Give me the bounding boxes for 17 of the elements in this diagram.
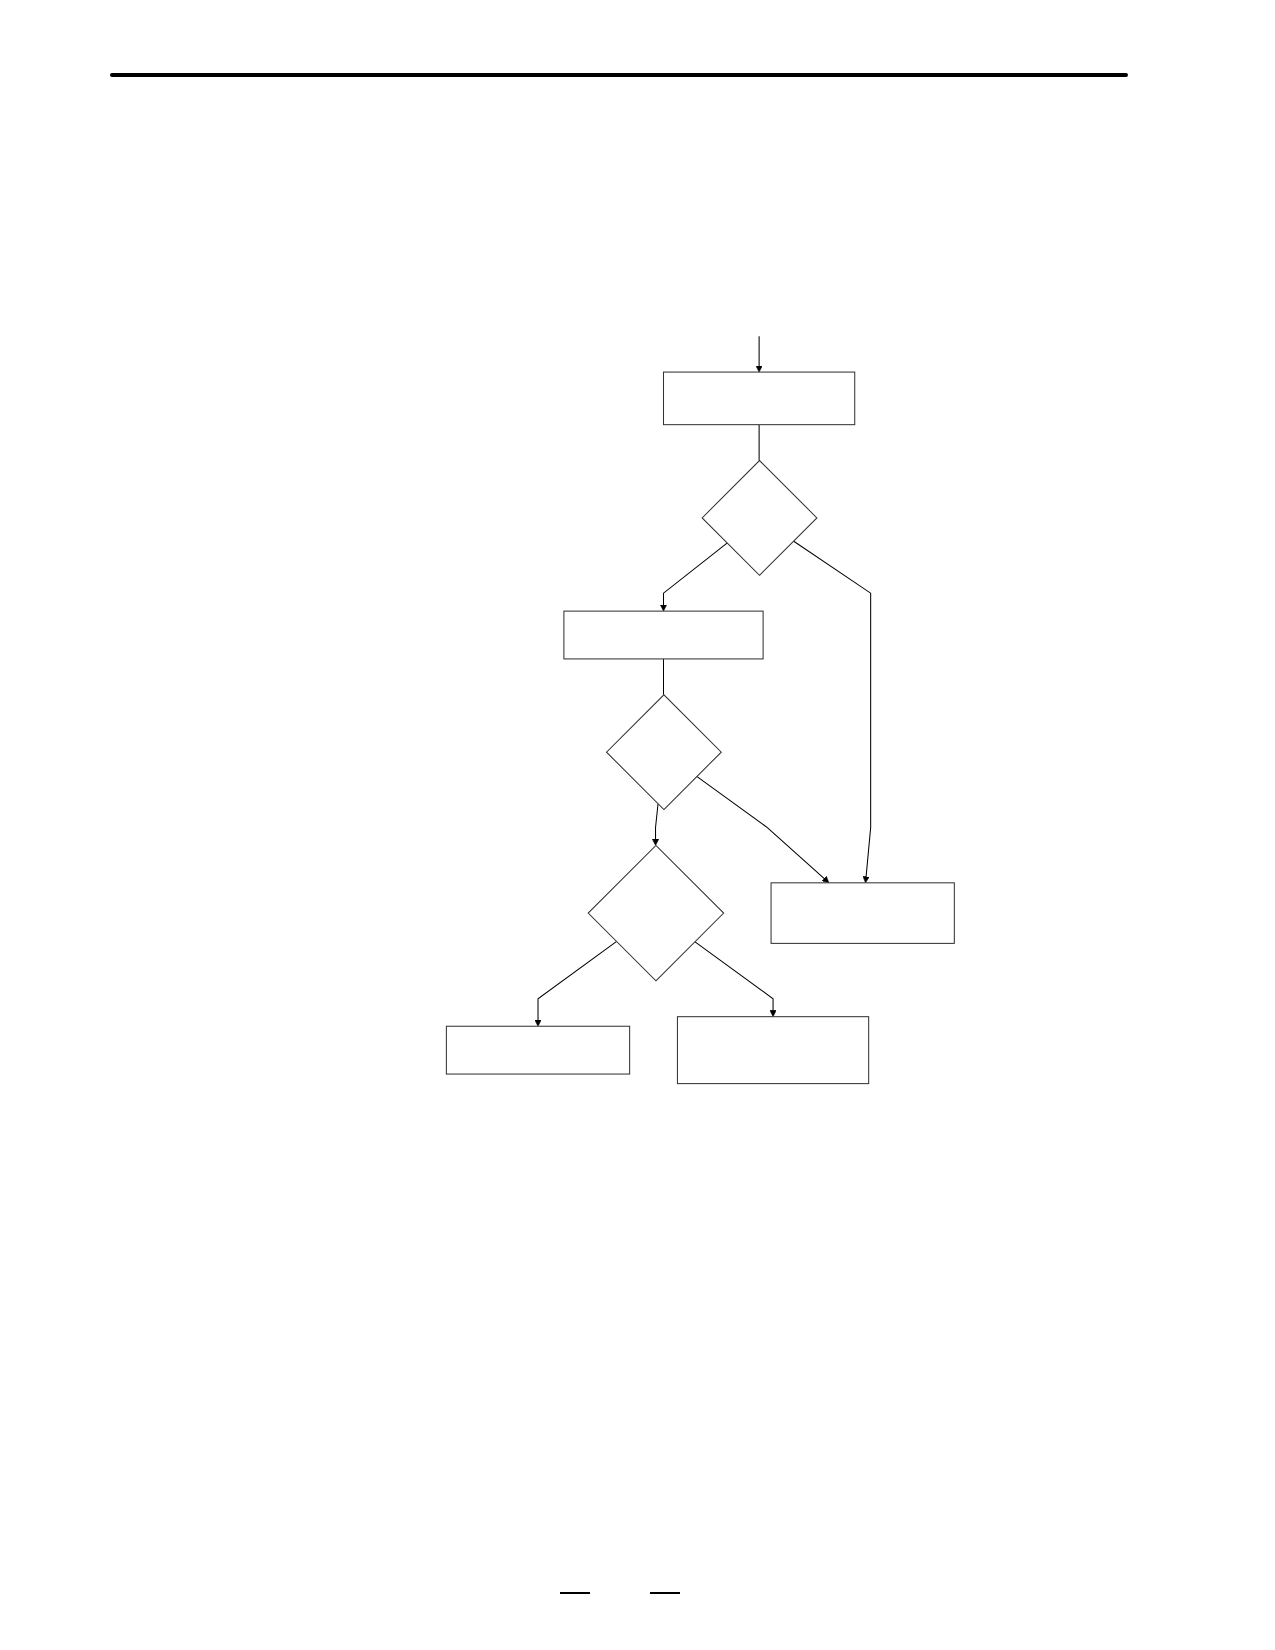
process-box bbox=[563, 610, 764, 660]
arrow bbox=[534, 941, 617, 1027]
process-box bbox=[770, 882, 955, 944]
connector-line bbox=[662, 658, 664, 696]
connector-line bbox=[758, 424, 760, 462]
process-box bbox=[662, 371, 855, 426]
arrow bbox=[695, 775, 829, 884]
process-box bbox=[676, 1016, 869, 1085]
decision-diamond bbox=[605, 694, 722, 811]
arrow bbox=[693, 941, 777, 1017]
arrow bbox=[792, 540, 871, 884]
arrow bbox=[651, 803, 659, 846]
arrow bbox=[755, 335, 763, 373]
decision-diamond bbox=[587, 844, 725, 982]
decision-diamond bbox=[701, 459, 818, 576]
arrow bbox=[659, 542, 728, 612]
process-box bbox=[445, 1025, 630, 1075]
